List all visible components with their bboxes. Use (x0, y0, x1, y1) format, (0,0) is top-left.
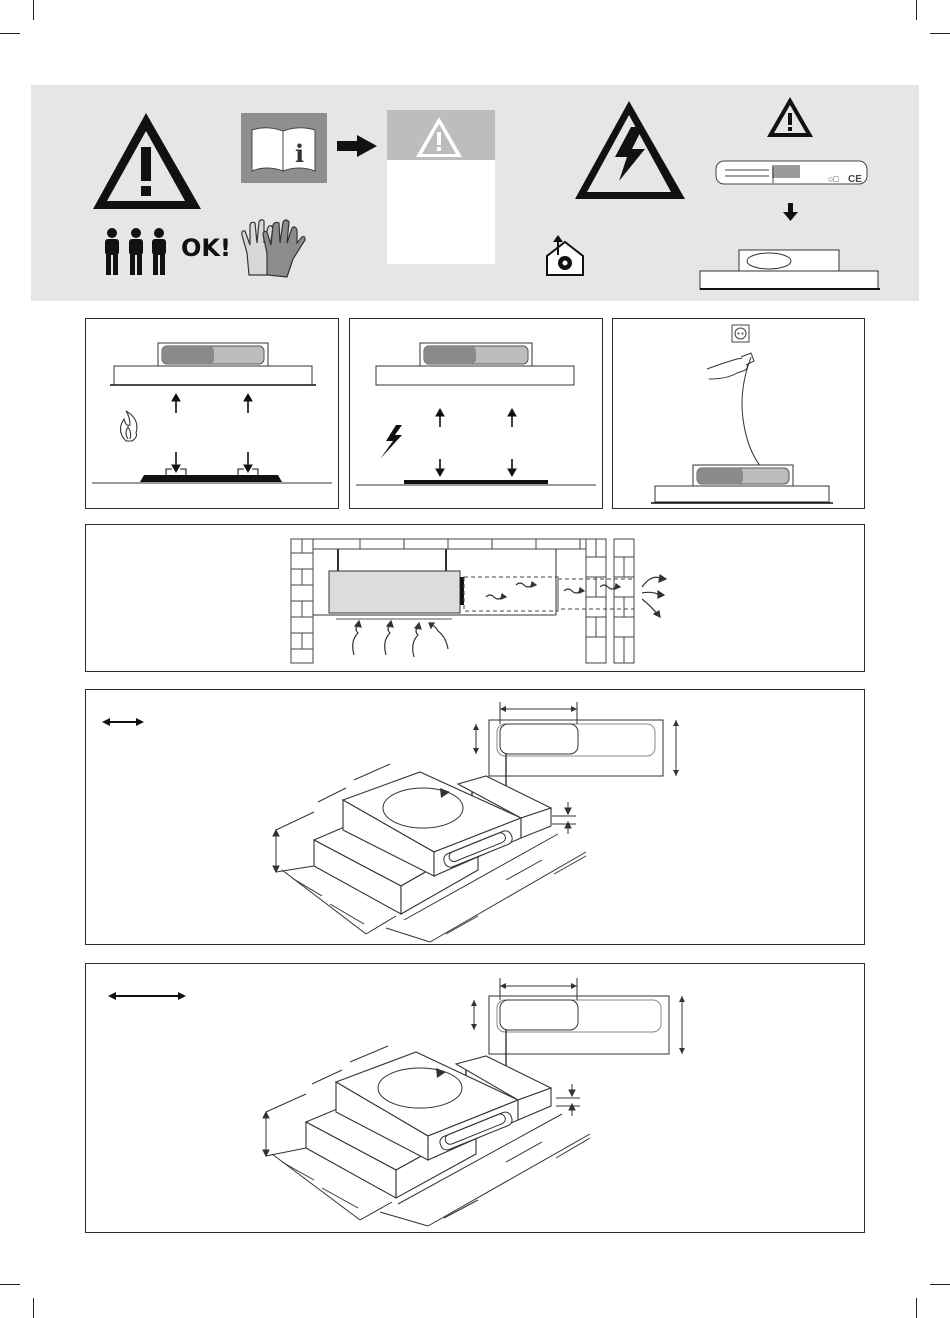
gas-clearance-diagram (86, 319, 338, 508)
crop-mark (916, 1298, 917, 1318)
crop-mark (930, 33, 950, 34)
electric-clearance-diagram (350, 319, 602, 508)
panel-dimensions-small (85, 689, 865, 945)
lightning-icon (380, 425, 402, 459)
crop-mark (916, 0, 917, 20)
arrow-down-icon (436, 459, 516, 476)
panel-gas-clearance (85, 318, 339, 509)
socket-icon (732, 325, 749, 342)
safety-banner-icons: i ○□ CE (31, 85, 919, 301)
svg-text:CE: CE (848, 174, 862, 185)
flame-icon (120, 411, 136, 441)
ok-label: OK! (181, 234, 231, 262)
svg-text:i: i (295, 139, 304, 168)
svg-text:○□: ○□ (828, 174, 839, 184)
manual-info-icon: i (241, 113, 327, 183)
electric-hazard-icon (575, 101, 685, 199)
hood-unit-icon (700, 250, 880, 289)
ceiling-duct-diagram (86, 525, 864, 671)
arrow-up-icon (172, 394, 252, 413)
warning-triangle-icon (93, 113, 201, 209)
crop-mark (930, 1284, 950, 1285)
crop-mark (0, 1284, 20, 1285)
crop-mark (33, 0, 34, 20)
double-arrow-long-icon (108, 992, 186, 1000)
crop-mark (0, 33, 20, 34)
three-persons-icon (105, 228, 166, 275)
isometric-hood-diagram (86, 964, 864, 1232)
panel-electric-clearance (349, 318, 603, 509)
arrow-up-icon (436, 409, 516, 427)
house-ventilation-icon (547, 235, 583, 275)
isometric-hood-diagram (86, 690, 864, 944)
crop-mark (33, 1298, 34, 1318)
arrow-right-icon (337, 135, 377, 157)
panel-dimensions-large (85, 963, 865, 1233)
warning-box-icon (387, 110, 495, 264)
gloves-icon (242, 220, 305, 277)
power-plug-diagram (613, 319, 864, 508)
hand-plug-icon (707, 353, 761, 467)
warning-small-icon (767, 97, 813, 137)
panel-power-plug (612, 318, 865, 509)
rating-label-icon: ○□ CE (716, 161, 867, 185)
double-arrow-short-icon (102, 718, 144, 726)
arrow-down-icon (783, 203, 798, 221)
panel-duct-installation (85, 524, 865, 672)
